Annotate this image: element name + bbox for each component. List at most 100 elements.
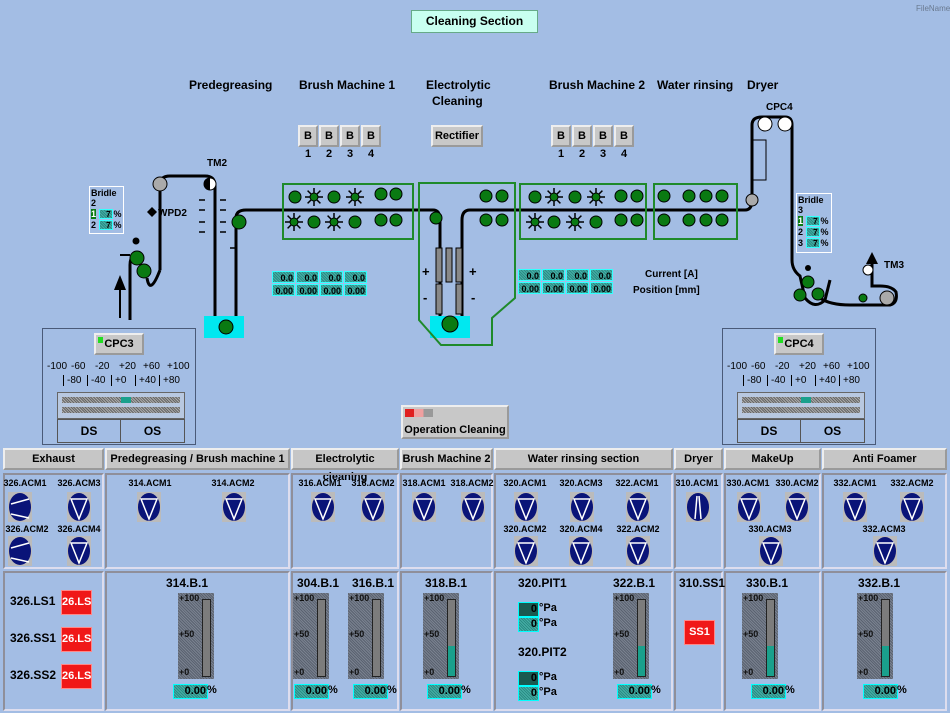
gauge-fill [882,645,889,676]
brush2-b3-button[interactable]: B 3 [593,125,613,160]
gauge-unit: % [651,684,661,696]
current-readout: 0.0 [320,271,343,283]
bar-track [62,407,180,413]
measurement-cell [400,571,493,711]
fan-motor-icon[interactable] [8,492,32,522]
pump-icon[interactable] [137,492,161,522]
roll [699,189,713,203]
gauge-scale-label: +100 [179,593,200,603]
dryer-fan-icon[interactable] [686,492,710,522]
pump-icon[interactable] [514,536,538,566]
table-header[interactable]: MakeUp [724,448,821,470]
pump-icon[interactable] [222,492,246,522]
unit: % [820,238,829,248]
gauge-unit: % [897,684,907,696]
brush1-b1-button[interactable]: B 1 [298,125,318,160]
brush1-b2-button[interactable]: B 2 [319,125,339,160]
scale-label: +20 [799,361,816,372]
dryer-alarm-badge[interactable]: SS1 [684,620,715,645]
operation-cleaning-label: Operation Cleaning [404,424,506,436]
pump-icon[interactable] [900,492,924,522]
pump-icon[interactable] [311,492,335,522]
current-readout: 0.0 [590,269,613,281]
current-readout: 0.0 [566,269,589,281]
brush1-b4-button[interactable]: B 4 [361,125,381,160]
title-button[interactable]: Cleaning Section [411,10,538,33]
pump-icon[interactable] [569,536,593,566]
scale-label: +80 [159,375,180,386]
current-readout: 0.0 [518,269,541,281]
gauge-scale-label: +0 [424,667,435,677]
section-electrolytic-2: Cleaning [432,94,483,108]
scale-label: -60 [751,361,766,372]
alarm-status-badge[interactable]: 26.LS [61,627,92,652]
pressure-unit: °Pa [539,686,557,698]
unit: % [113,209,122,219]
motor-label: 332.ACM3 [862,524,906,534]
section-brush2: Brush Machine 2 [549,78,646,92]
table-header[interactable]: Predegreasing / Brush machine 1 [105,448,290,470]
ds-label: DS [57,419,121,443]
brush-icon [587,188,605,206]
rectifier-button[interactable]: Rectifier [431,125,483,147]
brush2-b2-button[interactable]: B 2 [572,125,592,160]
pump-icon[interactable] [570,492,594,522]
pump-icon[interactable] [361,492,385,522]
motor-label: 314.ACM2 [211,478,255,488]
pump-icon[interactable] [67,492,91,522]
section-brush1: Brush Machine 1 [299,78,396,92]
bridle-value: 7 [805,238,820,248]
pump-icon[interactable] [737,492,761,522]
gauge-unit: % [207,684,217,696]
brush2-b4-button[interactable]: B 4 [614,125,634,160]
table-header[interactable]: Exhaust [3,448,104,470]
measurement-cell [724,571,821,711]
water-rinsing-box [653,183,738,240]
table-header[interactable]: Water rinsing section [494,448,673,470]
roll [715,189,729,203]
gauge-scale-label: +0 [858,667,869,677]
bar-track [742,407,860,413]
motor-cell [822,473,947,569]
pump-icon[interactable] [514,492,538,522]
pump-icon[interactable] [67,536,91,566]
brush1-b3-button[interactable]: B 3 [340,125,360,160]
pump-icon[interactable] [759,536,783,566]
gauge-fill [638,645,645,676]
pump-icon[interactable] [461,492,485,522]
operation-cleaning-button[interactable]: Operation Cleaning [401,405,509,439]
unit: % [820,227,829,237]
ds-label: DS [737,419,801,443]
alarm-status-badge[interactable]: 26.LS [61,590,92,615]
motor-label: 310.ACM1 [675,478,719,488]
cpc3-button[interactable]: CPC3 [94,333,144,355]
table-header[interactable]: Dryer [674,448,723,470]
cpc4-button[interactable]: CPC4 [774,333,824,355]
alarm-status-badge[interactable]: 26.LS [61,664,92,689]
roll [348,215,362,229]
table-header[interactable]: Brush Machine 2 [400,448,493,470]
brush2-b1-button[interactable]: B 1 [551,125,571,160]
fan-motor-icon[interactable] [8,536,32,566]
bridle-value: 7 [98,220,113,230]
minus-right: - [471,290,476,305]
switch-name: 326.SS2 [10,668,57,682]
scale-label: +40 [815,375,836,386]
pump-icon[interactable] [873,536,897,566]
roll [657,189,671,203]
roll [429,211,443,225]
motor-label: 320.ACM1 [503,478,547,488]
table-header[interactable]: Electrolytic cleaning [291,448,399,483]
gauge-scale-label: +50 [743,629,759,639]
table-header[interactable]: Anti Foamer [822,448,947,470]
gauge-value: 0.00 [863,684,898,699]
roll [682,213,696,227]
pump-icon[interactable] [412,492,436,522]
pump-icon[interactable] [785,492,809,522]
pump-icon[interactable] [626,492,650,522]
motor-label: 320.ACM2 [503,524,547,534]
pump-icon[interactable] [843,492,867,522]
motor-label: 330.ACM3 [748,524,792,534]
pump-icon[interactable] [626,536,650,566]
